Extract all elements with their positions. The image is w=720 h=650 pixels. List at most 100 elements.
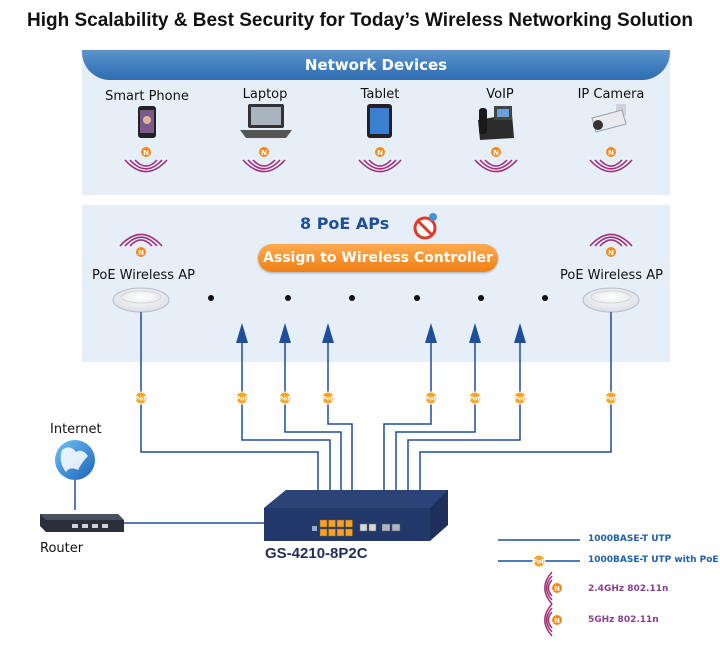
right-wireless-ap — [582, 287, 640, 313]
legend: PoE N N — [498, 539, 580, 637]
router-label: Router — [40, 541, 84, 556]
poe-port — [345, 528, 353, 537]
uplink-arrows — [236, 323, 526, 343]
left-wireless-ap — [112, 287, 170, 313]
n-badge: N — [606, 247, 616, 257]
n-badge: N — [552, 583, 562, 593]
poe-badges: PoE PoE PoE PoE PoE PoE PoE PoE — [134, 391, 618, 405]
ap-placeholder-dots — [208, 295, 548, 301]
legend-utp-poe-label: 1000BASE-T UTP with PoE — [588, 555, 719, 565]
svg-text:PoE: PoE — [322, 396, 335, 403]
poe-badge: PoE — [468, 391, 482, 405]
svg-text:N: N — [608, 249, 614, 257]
device-wifi-signal-icon: N — [242, 147, 286, 173]
svg-text:PoE: PoE — [469, 396, 482, 403]
legend-24ghz-wifi-icon: N — [544, 571, 562, 605]
voip-phone-icon — [478, 106, 514, 140]
poe-cable — [241, 335, 331, 492]
poe-port — [345, 519, 353, 528]
poe-ap-panel — [82, 205, 670, 362]
uplink-port — [368, 523, 377, 532]
poe-badge: PoE — [134, 391, 148, 405]
poe-badge: PoE — [235, 391, 249, 405]
svg-text:PoE: PoE — [533, 559, 546, 566]
ap-placeholder-dot — [542, 295, 548, 301]
security-no-hacker-icon — [413, 213, 437, 240]
svg-text:N: N — [377, 149, 383, 157]
svg-text:N: N — [143, 149, 149, 157]
device-label-ip-camera: IP Camera — [577, 87, 645, 102]
poe-badge: PoE — [513, 391, 527, 405]
switch-model-label: GS-4210-8P2C — [265, 545, 368, 562]
poe-cable — [284, 335, 342, 492]
sfp-port — [391, 523, 401, 532]
poe-cable — [407, 335, 521, 492]
uplink-arrow — [279, 323, 291, 343]
legend-24ghz-label: 2.4GHz 802.11n — [588, 584, 669, 594]
device-wifi-signal-icon: N — [358, 147, 402, 173]
assign-to-wireless-controller-button[interactable]: Assign to Wireless Controller — [258, 244, 498, 272]
poe-cable — [419, 312, 612, 492]
poe-cable — [395, 335, 476, 492]
ap-placeholder-dot — [414, 295, 420, 301]
poe-cables — [140, 312, 612, 492]
ap-placeholder-dot — [349, 295, 355, 301]
console-port — [312, 526, 317, 531]
internet-globe-icon — [55, 440, 95, 480]
poe-badge: PoE — [532, 554, 546, 568]
svg-text:PoE: PoE — [236, 396, 249, 403]
laptop-icon — [240, 104, 292, 138]
svg-text:N: N — [554, 617, 560, 625]
ap-placeholder-dot — [208, 295, 214, 301]
device-label-tablet: Tablet — [360, 87, 400, 102]
svg-text:PoE: PoE — [425, 396, 438, 403]
ap-placeholder-dot — [285, 295, 291, 301]
device-wifi-signal-icon: N — [474, 147, 518, 173]
legend-5ghz-label: 5GHz 802.11n — [588, 615, 659, 625]
uplink-arrow — [469, 323, 481, 343]
uplink-arrow — [236, 323, 248, 343]
ap-wifi-signal-icon: N — [589, 233, 633, 257]
sfp-port — [381, 523, 391, 532]
svg-text:N: N — [261, 149, 267, 157]
poe-badge: PoE — [278, 391, 292, 405]
poe-port — [328, 528, 336, 537]
poe-port — [319, 528, 328, 537]
n-badge: N — [375, 147, 385, 157]
svg-text:N: N — [554, 585, 560, 593]
poe-badge: PoE — [604, 391, 618, 405]
n-badge: N — [141, 147, 151, 157]
poe-cable — [383, 335, 432, 492]
gs-4210-8p2c-switch — [264, 490, 448, 541]
ap-placeholder-dot — [478, 295, 484, 301]
internet-label: Internet — [50, 422, 102, 437]
n-badge: N — [259, 147, 269, 157]
network-devices-banner: Network Devices — [82, 50, 670, 80]
poe-port — [319, 519, 328, 528]
svg-text:PoE: PoE — [605, 396, 618, 403]
ip-camera-icon — [591, 104, 627, 133]
router-icon — [40, 514, 124, 532]
left-ap-label: PoE Wireless AP — [92, 268, 195, 283]
svg-text:N: N — [493, 149, 499, 157]
device-wifi-signal-icon: N — [124, 147, 168, 173]
uplink-port — [359, 523, 368, 532]
uplink-arrow — [425, 323, 437, 343]
poe-badge: PoE — [321, 391, 335, 405]
ap-wifi-signal-icon: N — [119, 233, 163, 257]
poe-port — [336, 519, 345, 528]
svg-text:PoE: PoE — [279, 396, 292, 403]
n-badge: N — [136, 247, 146, 257]
svg-text:PoE: PoE — [514, 396, 527, 403]
poe-badge: PoE — [424, 391, 438, 405]
device-label-smart-phone: Smart Phone — [105, 89, 189, 104]
uplink-arrow — [514, 323, 526, 343]
legend-5ghz-wifi-icon: N — [544, 603, 562, 637]
n-badge: N — [491, 147, 501, 157]
svg-text:N: N — [138, 249, 144, 257]
n-badge: N — [606, 147, 616, 157]
poe-port — [336, 528, 345, 537]
poe-ap-count: 8 PoE APs — [300, 214, 390, 233]
